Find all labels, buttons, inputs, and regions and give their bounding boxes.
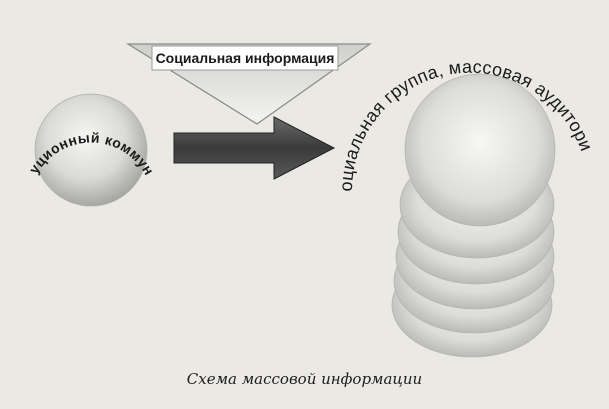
audience-layer [404,73,556,227]
audience-stack [391,73,556,358]
diagram-caption: Схема массовой информации [186,370,423,388]
channel-label: Социальная информация [156,50,335,66]
social-information-funnel: Социальная информация [125,43,372,125]
institutional-communicator: Институционный коммуникатор [0,0,157,207]
transmission-arrow [173,116,336,180]
